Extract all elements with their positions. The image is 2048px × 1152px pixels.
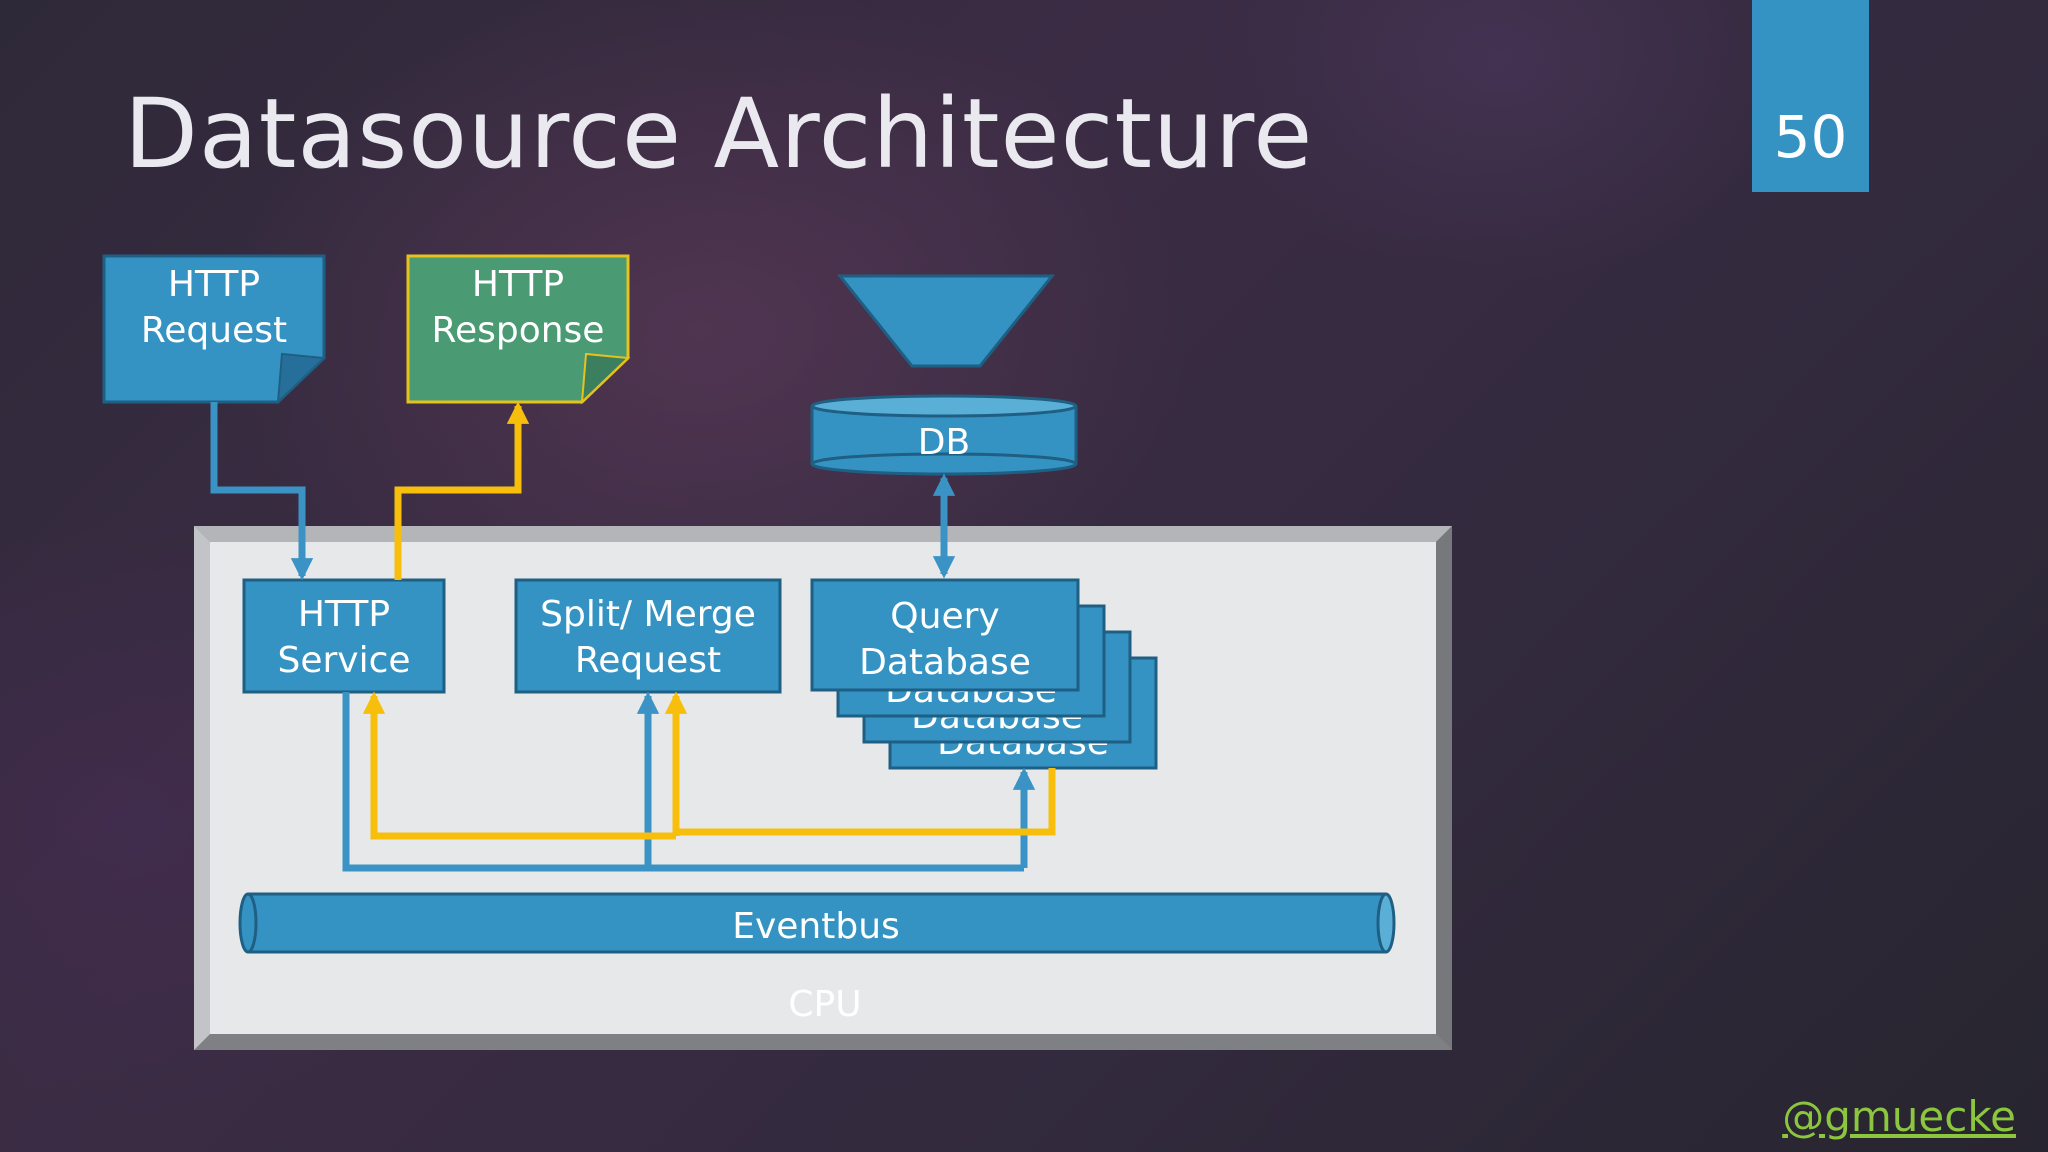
query-database-label-line2: Database	[859, 642, 1031, 683]
http-response-label-line2: Response	[432, 310, 605, 351]
cpu-label: CPU	[788, 984, 861, 1025]
split-merge-label-line1: Split/ Merge	[540, 594, 756, 635]
service-to-response-arrow	[394, 401, 530, 580]
twitter-handle-link[interactable]: @gmuecke	[1782, 1092, 2016, 1141]
http-service-label-line2: Service	[277, 640, 410, 681]
http-service-box: HTTP Service	[242, 578, 446, 694]
http-request-document: HTTP Request	[102, 254, 327, 405]
request-to-service-arrow	[210, 402, 314, 581]
eventbus-cylinder: Eventbus	[238, 892, 1396, 954]
eventbus-label: Eventbus	[732, 906, 900, 947]
db-cylinder: DB	[810, 394, 1078, 476]
service-to-bus-line	[342, 692, 1024, 872]
http-request-label-line2: Request	[141, 310, 287, 351]
http-response-label-line1: HTTP	[472, 264, 564, 305]
query-database-label-line1: Query	[890, 596, 999, 637]
http-request-label-line1: HTTP	[168, 264, 260, 305]
db-label: DB	[918, 422, 970, 463]
slide-title: Datasource Architecture	[124, 78, 1314, 190]
yellow-flow-connectors	[362, 401, 1056, 840]
http-service-label-line1: HTTP	[298, 594, 390, 635]
split-merge-label-line2: Request	[575, 640, 721, 681]
query-to-split-line	[676, 768, 1056, 836]
query-database-stack: Database Database Database Query Databas…	[810, 578, 1158, 770]
http-response-document: HTTP Response	[406, 254, 631, 405]
split-merge-request-box: Split/ Merge Request	[514, 578, 782, 694]
page-number-badge: 50	[1752, 0, 1869, 192]
split-to-service-arrow	[362, 691, 676, 840]
funnel-shape	[836, 274, 1056, 368]
